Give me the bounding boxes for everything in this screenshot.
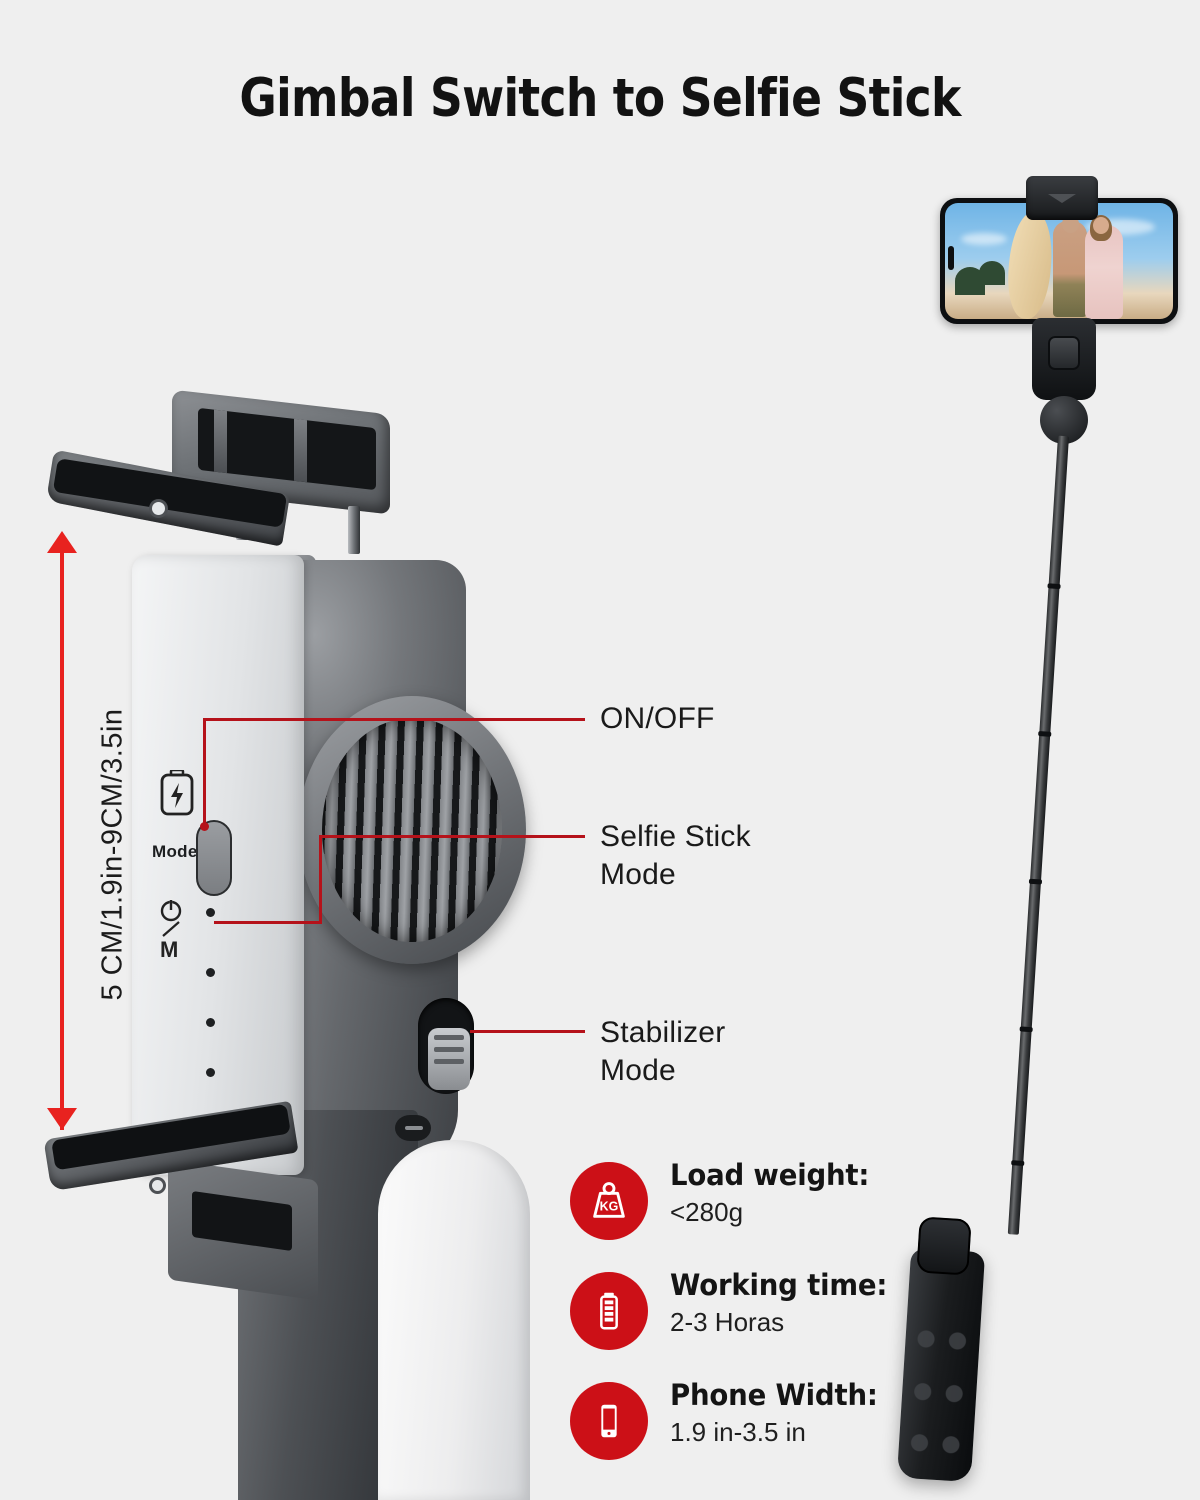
callout-label-on-off: ON/OFF xyxy=(600,702,715,735)
led-indicator-4 xyxy=(206,1068,215,1077)
palm-tree xyxy=(979,261,1005,285)
clamp-bottom-screw xyxy=(152,1180,163,1191)
callout-line-horizontal xyxy=(214,921,322,924)
led-indicator-3 xyxy=(206,1018,215,1027)
motor-grille-icon xyxy=(322,718,502,942)
clamp-rib xyxy=(214,409,227,474)
gimbal-motor-housing xyxy=(298,696,526,964)
pole-segment-joint xyxy=(1028,878,1043,885)
spec-text-load-weight: Load weight: <280g xyxy=(670,1158,880,1228)
power-mode-button[interactable] xyxy=(196,820,232,896)
spec-row-phone-width: Phone Width: 1.9 in-3.5 in xyxy=(570,1378,990,1490)
gimbal-handle-panel xyxy=(378,1140,530,1500)
person-woman-head xyxy=(1093,217,1109,234)
callout-label-line2: Mode xyxy=(600,858,676,892)
battery-charging-icon xyxy=(160,768,194,816)
clamp-post xyxy=(348,506,360,554)
person-man xyxy=(1053,221,1087,317)
phone-icon xyxy=(570,1382,648,1460)
spec-list: KG Load weight: <280g Working xyxy=(570,1158,990,1490)
weight-kg-icon: KG xyxy=(570,1162,648,1240)
callout-label-line2: Mode xyxy=(600,1054,676,1088)
callout-line-horizontal xyxy=(203,718,585,721)
chevron-down-icon xyxy=(1048,194,1076,203)
spec-value: <280g xyxy=(670,1197,744,1227)
callout-line-vertical xyxy=(319,835,322,924)
telescoping-pole xyxy=(1007,435,1069,1235)
svg-text:KG: KG xyxy=(600,1200,619,1214)
callout-line-vertical xyxy=(203,718,206,828)
spec-title: Working time: xyxy=(670,1268,888,1302)
dimension-arrow-down xyxy=(47,1108,77,1130)
spec-title: Phone Width: xyxy=(670,1378,878,1412)
pole-segment-joint xyxy=(1019,1026,1033,1033)
selfie-stick-product-image xyxy=(880,160,1200,1500)
spec-value: 2-3 Horas xyxy=(670,1307,785,1337)
spec-text-phone-width: Phone Width: 1.9 in-3.5 in xyxy=(670,1378,889,1448)
callout-line-horizontal xyxy=(470,1030,585,1033)
battery-icon xyxy=(570,1272,648,1350)
mode-label: Mode xyxy=(152,842,198,861)
phone-preview xyxy=(940,198,1178,324)
pole-segment-joint xyxy=(1047,583,1061,590)
stabilizer-slider-knob[interactable] xyxy=(428,1028,470,1090)
spec-text-working-time: Working time: 2-3 Horas xyxy=(670,1268,899,1338)
power-slash-m-icon: M xyxy=(152,898,196,962)
callout-label-selfie-stick-mode: Selfie Stick Mode xyxy=(600,818,751,895)
pole-segment-joint xyxy=(1011,1160,1025,1166)
spec-title: Load weight: xyxy=(670,1158,870,1192)
stick-shutter-button[interactable] xyxy=(1048,336,1080,370)
spec-value: 1.9 in-3.5 in xyxy=(670,1417,806,1447)
spec-row-working-time: Working time: 2-3 Horas xyxy=(570,1268,990,1380)
cloud xyxy=(961,233,1007,245)
callout-label-stabilizer-mode: Stabilizer Mode xyxy=(600,1014,725,1091)
surfboard xyxy=(1004,209,1056,319)
dimension-line xyxy=(60,540,64,1130)
gimbal-product-image: Mode M xyxy=(0,380,600,1500)
pole-segment-joint xyxy=(1038,731,1052,737)
phone-screen-photo xyxy=(945,203,1173,319)
page-title: Gimbal Switch to Selfie Stick xyxy=(239,68,961,129)
callout-label-line1: Stabilizer xyxy=(600,1016,726,1049)
spec-row-load-weight: KG Load weight: <280g xyxy=(570,1158,990,1270)
callout-label-line1: Selfie Stick xyxy=(600,820,751,853)
callout-line-horizontal xyxy=(319,835,585,838)
svg-text:M: M xyxy=(160,937,178,960)
phone-side-button xyxy=(948,246,954,270)
handle-screw-icon xyxy=(395,1115,431,1141)
led-indicator-1 xyxy=(206,908,215,917)
clamp-rib xyxy=(294,418,307,483)
clamp-hinge-screw xyxy=(152,502,165,515)
led-indicator-2 xyxy=(206,968,215,977)
